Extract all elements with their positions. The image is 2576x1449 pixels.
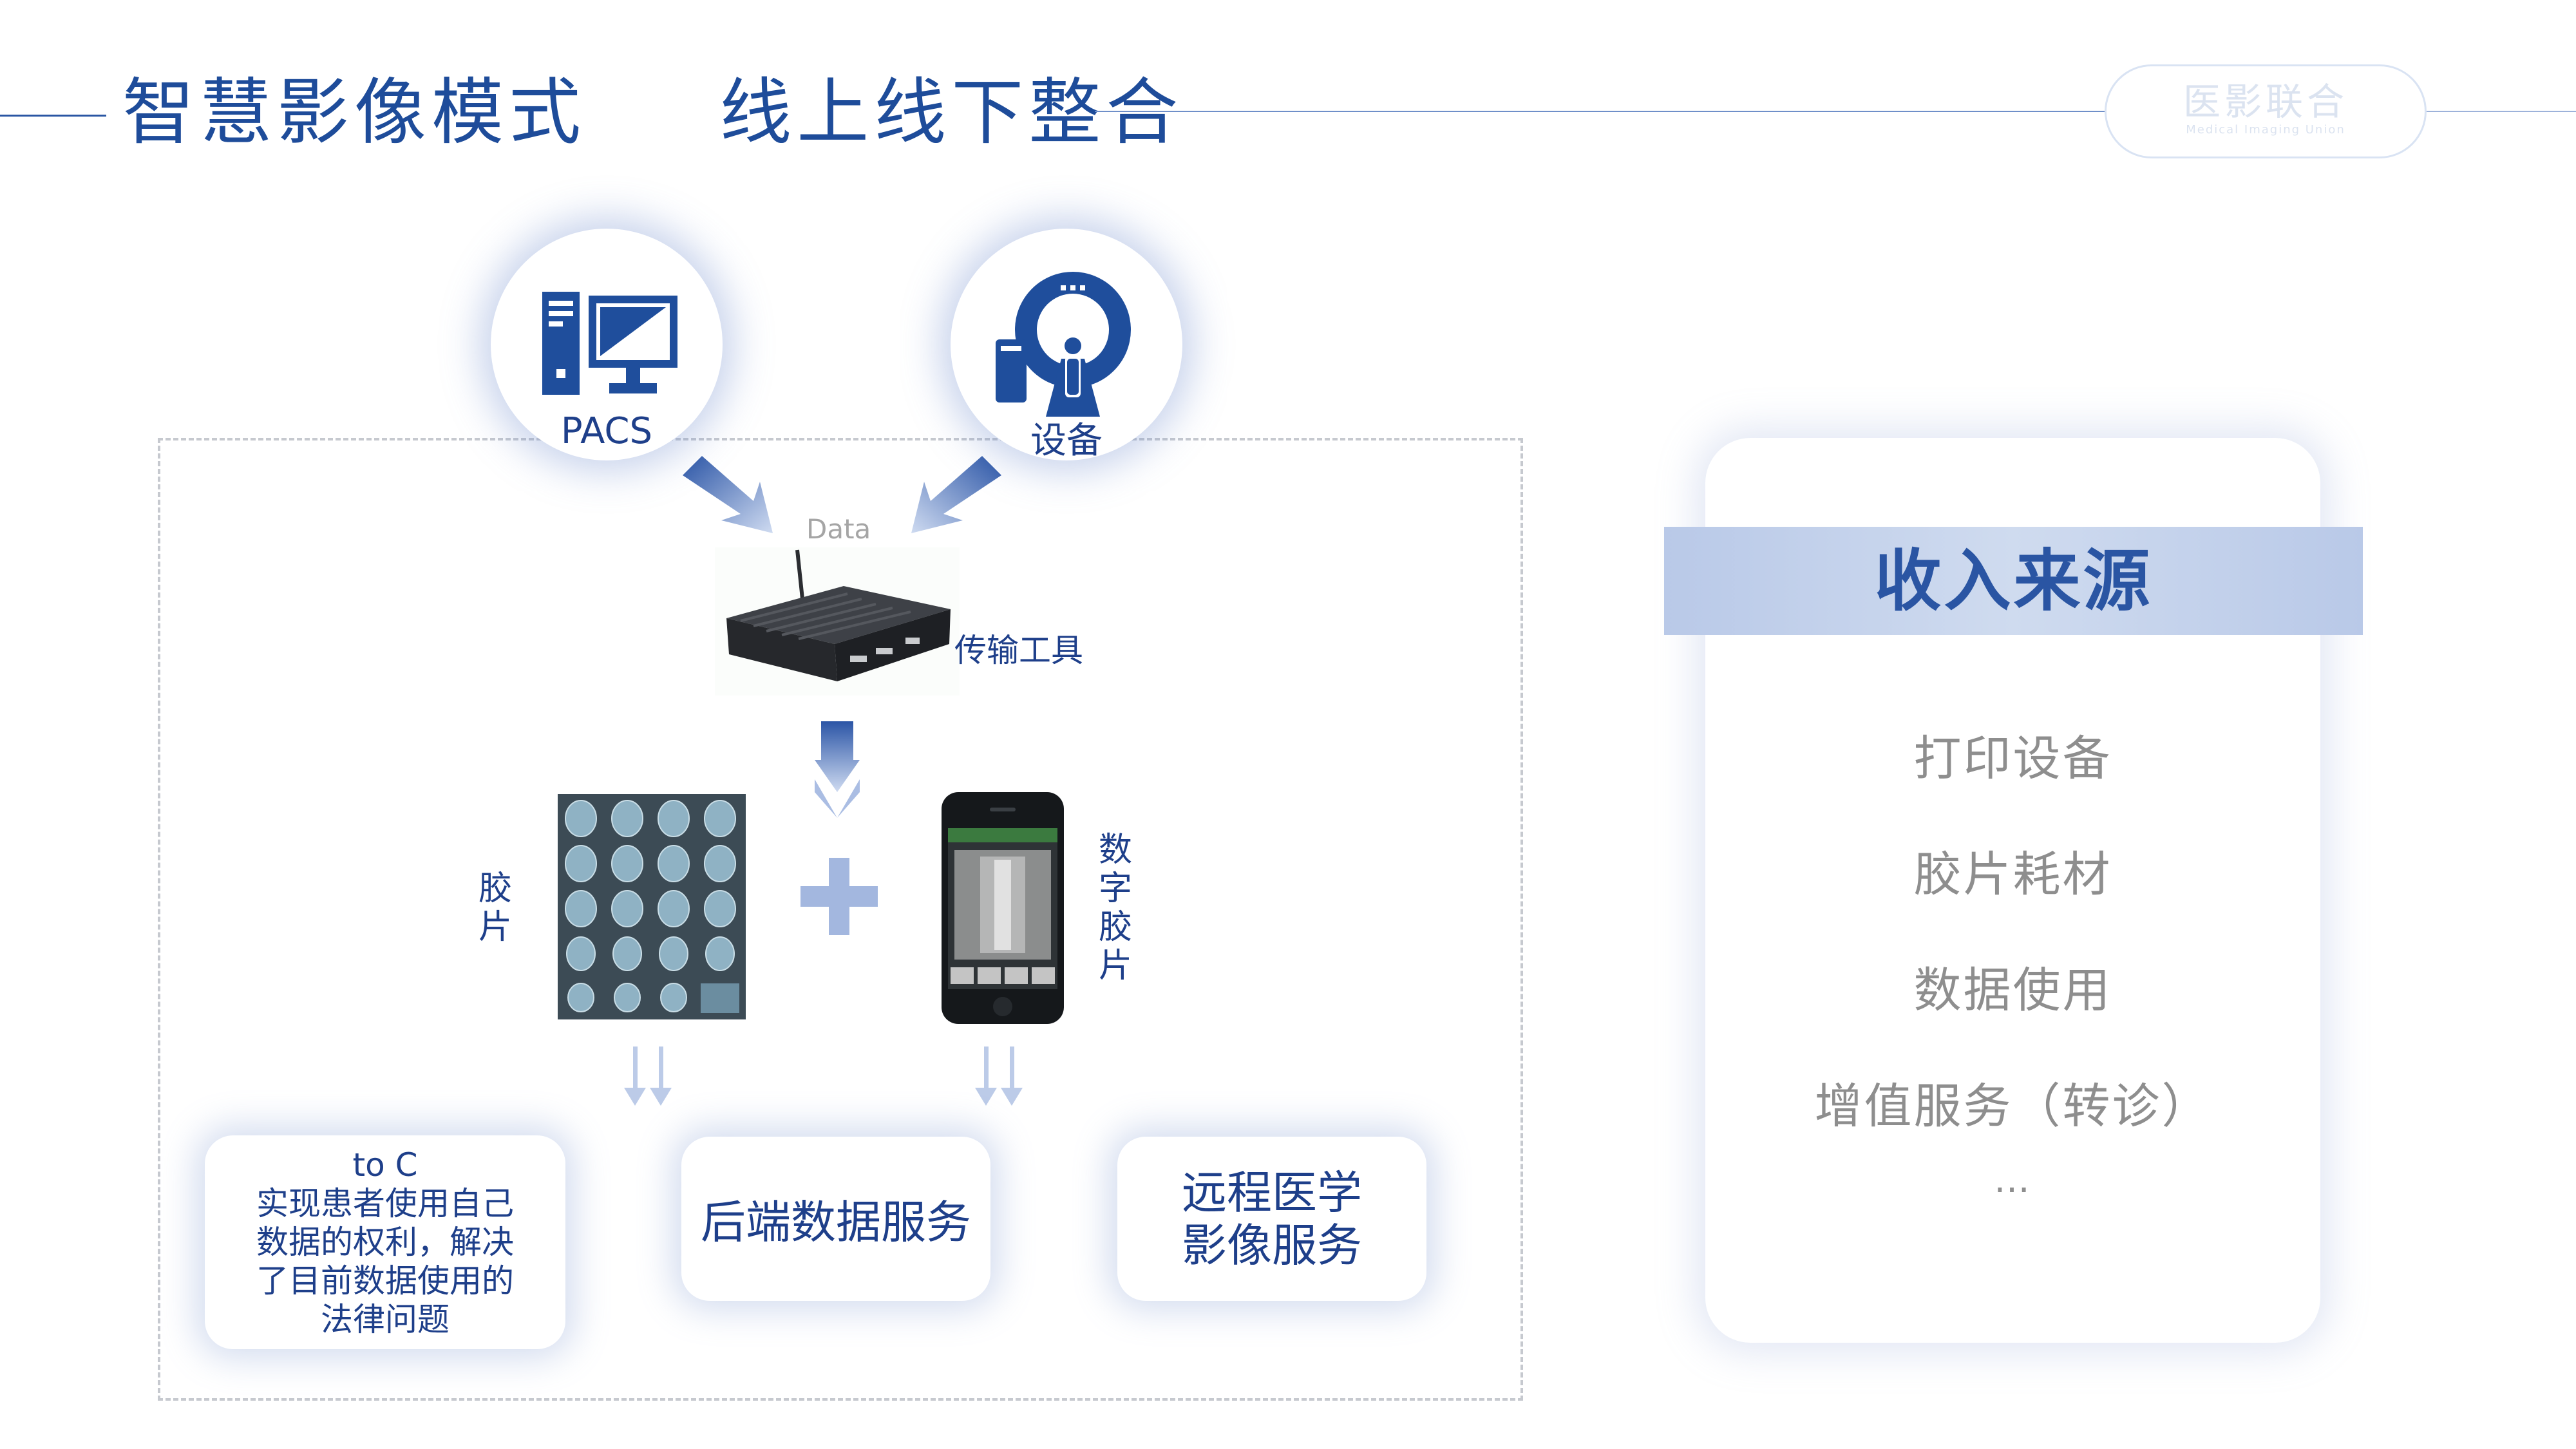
revenue-title: 收入来源	[1874, 542, 2153, 620]
workflow-frame	[158, 438, 1523, 1401]
card-to-c: to C 实现患者使用自己 数据的权利，解决 了目前数据使用的 法律问题	[205, 1135, 565, 1349]
transfer-tool-label: 传输工具	[954, 632, 1083, 669]
phone-digital-film-image	[942, 792, 1064, 1024]
page-title: 智慧影像模式 线上线下整合	[122, 68, 1183, 158]
data-label: Data	[806, 513, 871, 545]
header-line-far-right	[2427, 111, 2576, 112]
pacs-label: PACS	[560, 410, 653, 452]
plus-icon	[800, 858, 878, 935]
revenue-title-band	[1664, 527, 2363, 635]
revenue-item-ellipsis: …	[1994, 1159, 2032, 1201]
brand-logo: 医影联合 Medical Imaging Union	[2105, 64, 2427, 158]
card-remote-imaging-service: 远程医学 影像服务	[1117, 1137, 1426, 1301]
pacs-computer-icon	[542, 292, 677, 395]
arrow-device-to-box	[911, 456, 1001, 533]
logo-text-cn: 医影联合	[2183, 80, 2348, 124]
revenue-item: 胶片耗材	[1913, 847, 2112, 902]
card-backend-data-service: 后端数据服务	[681, 1137, 990, 1301]
revenue-item: 增值服务（转诊）	[1814, 1079, 2211, 1134]
device-label: 设备	[1030, 420, 1103, 462]
card-to-c-body: 实现患者使用自己 数据的权利，解决 了目前数据使用的 法律问题	[256, 1185, 514, 1338]
digital-film-label: 数 字 胶 片	[1099, 831, 1133, 985]
card-remote-text: 远程医学 影像服务	[1182, 1166, 1362, 1272]
transfer-box-icon	[715, 547, 960, 696]
arrow-pacs-to-box	[683, 456, 773, 533]
double-arrow-film	[624, 1046, 672, 1106]
title-part1: 智慧影像模式	[122, 71, 586, 155]
header-line-right	[1095, 111, 2105, 112]
pacs-circle: PACS	[491, 229, 723, 460]
revenue-item: 数据使用	[1913, 963, 2112, 1018]
card-to-c-title: to C	[352, 1146, 418, 1184]
device-circle: 设备	[951, 229, 1182, 462]
double-arrow-phone	[975, 1046, 1023, 1106]
ct-scanner-icon	[996, 272, 1131, 417]
arrow-box-down	[815, 721, 860, 818]
revenue-item: 打印设备	[1913, 731, 2112, 786]
card-backend-text: 后端数据服务	[701, 1196, 971, 1249]
title-part2: 线上线下整合	[719, 71, 1184, 155]
header-line-left	[0, 115, 106, 117]
film-label: 胶 片	[478, 869, 513, 947]
ct-film-image	[558, 794, 746, 1019]
logo-text-en: Medical Imaging Union	[2186, 123, 2345, 137]
